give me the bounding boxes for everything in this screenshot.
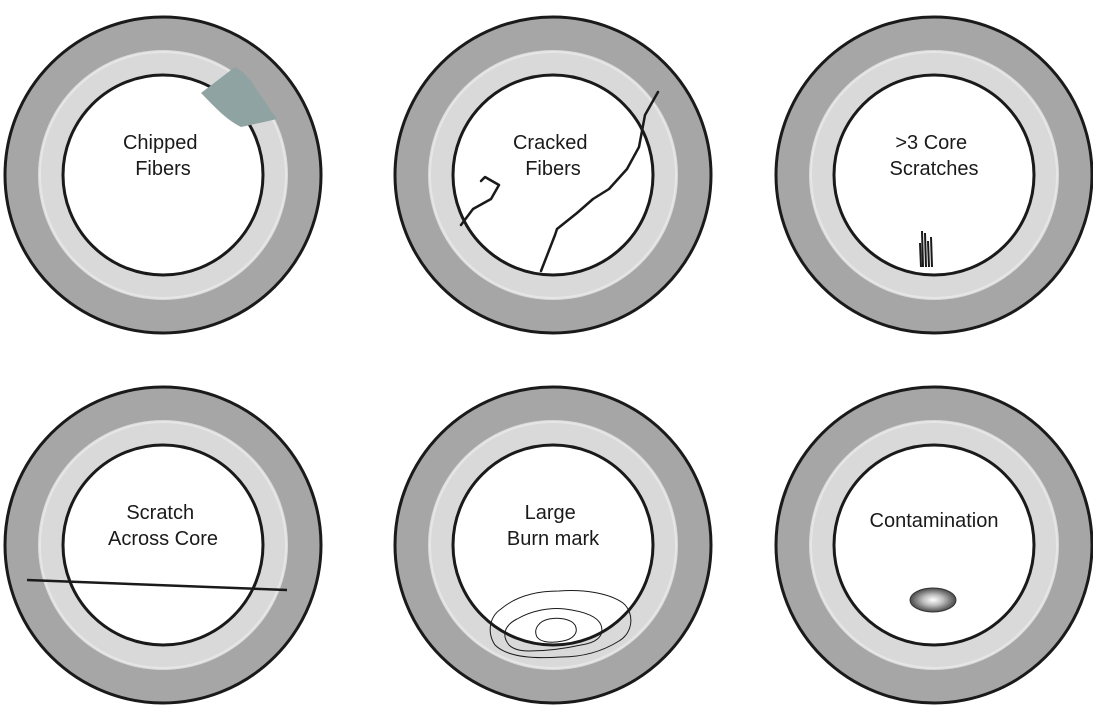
- label-line: Across Core: [108, 528, 218, 550]
- burn-contour-middle: [504, 608, 603, 652]
- label-line: Fibers: [525, 158, 581, 180]
- label-line: Chipped: [123, 132, 198, 154]
- panel-contamination: Contamination: [774, 385, 1093, 705]
- label-line: Large: [525, 502, 576, 524]
- defect-label: Contamination: [870, 510, 999, 532]
- label-line: Cracked: [513, 132, 587, 154]
- panel-scratch-across: Scratch Across Core: [3, 385, 323, 705]
- panel-chipped: Chipped Fibers: [3, 15, 323, 335]
- scratch-mark: [921, 230, 924, 268]
- scratch-mark: [919, 242, 922, 268]
- fiber-core: [451, 443, 655, 647]
- defect-label: Scratch Across Core: [108, 502, 218, 550]
- label-line: Scratches: [890, 158, 979, 180]
- scratch-mark: [927, 240, 930, 268]
- defect-label: Large Burn mark: [507, 502, 600, 550]
- cladding-edge: [810, 421, 1058, 669]
- label-line: Contamination: [870, 510, 999, 532]
- chip-defect: [201, 67, 277, 127]
- scratch-mark: [924, 232, 927, 268]
- burn-contour-outer: [489, 590, 632, 659]
- fiber-core: [832, 443, 1036, 647]
- panel-cracked: Cracked Fibers: [393, 15, 713, 335]
- burn-contour-inner: [535, 617, 577, 643]
- cladding-edge: [429, 51, 677, 299]
- contamination-spot: [909, 587, 957, 613]
- fiber-core: [61, 73, 265, 277]
- fiber-core: [61, 443, 265, 647]
- defect-label: Chipped Fibers: [123, 132, 203, 180]
- label-line: Scratch: [126, 502, 194, 524]
- panel-core-scratches: >3 Core Scratches: [774, 15, 1093, 335]
- scratch-mark: [930, 236, 933, 268]
- fiber-core: [832, 73, 1036, 277]
- fiber-core: [451, 73, 655, 277]
- label-line: Fibers: [135, 158, 191, 180]
- burn-mark: [489, 590, 632, 659]
- crack-line: [539, 90, 660, 273]
- label-line: >3 Core: [895, 132, 967, 154]
- defect-label: Cracked Fibers: [513, 132, 593, 180]
- cladding-edge: [810, 51, 1058, 299]
- panel-burn-mark: Large Burn mark: [393, 385, 713, 705]
- crack-line: [459, 175, 501, 227]
- cladding-edge: [429, 421, 677, 669]
- core-scratches: [919, 230, 933, 268]
- scratch-across-line: [26, 578, 288, 592]
- label-line: Burn mark: [507, 528, 600, 550]
- defect-label: >3 Core Scratches: [890, 132, 979, 180]
- cladding-edge: [39, 421, 287, 669]
- cladding-edge: [39, 51, 287, 299]
